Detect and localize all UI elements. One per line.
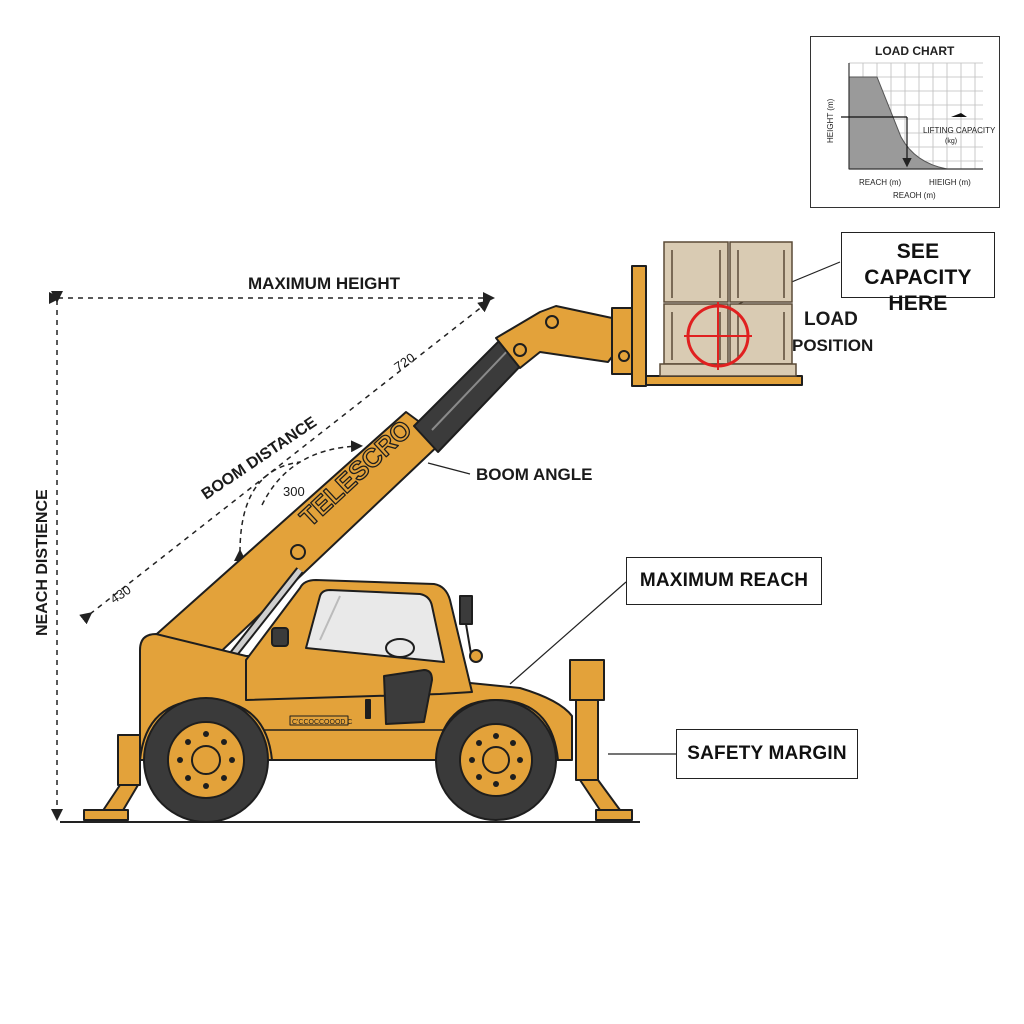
rear-wheel: [143, 697, 269, 823]
load-chart-graphic: LOAD CHART HEIGHT (m) LIFTING CAPACITY (…: [826, 44, 996, 200]
boom-head: [495, 305, 623, 369]
rear-stabilizer: [83, 734, 141, 821]
load-chart-y-label: HEIGHT (m): [826, 98, 835, 143]
boom-distance-dimension: [79, 300, 491, 625]
front-wheel: [435, 699, 557, 821]
dimension-value-430: 430: [107, 582, 133, 607]
boom-angle-arc-outer: [261, 440, 363, 506]
load-chart-title: LOAD CHART: [875, 44, 955, 58]
load-chart: LOAD CHART HEIGHT (m) LIFTING CAPACITY (…: [810, 36, 1000, 208]
side-mirror: [459, 595, 473, 625]
see-capacity-line1: SEE CAPACITY: [864, 240, 972, 289]
engine-vent: [383, 669, 433, 725]
safety-margin-callout: SAFETY MARGIN: [676, 729, 858, 779]
load-chart-capacity-unit: (kg): [945, 138, 957, 145]
boom-angle-label: BOOM ANGLE: [476, 465, 592, 484]
load-chart-x-label-left: REACH (m): [859, 178, 902, 187]
position-label: POSITION: [792, 336, 873, 355]
load-chart-capacity-area: [848, 76, 948, 170]
load-label: LOAD: [804, 309, 858, 330]
see-capacity-line2: HERE: [888, 292, 948, 315]
model-plate-text: C'CCOCCOOOD C: [292, 719, 352, 726]
dimension-value-300: 300: [283, 484, 305, 499]
see-capacity-callout: SEE CAPACITY HERE: [841, 232, 995, 315]
reach-distance-label: NEACH DISTIENCE: [34, 489, 51, 636]
load-chart-capacity-label: LIFTING CAPACITY: [923, 126, 996, 135]
front-stabilizer: [569, 659, 633, 821]
model-plate: [289, 715, 349, 726]
dimension-value-720: 720: [391, 350, 417, 375]
maximum-reach-callout: MAXIMUM REACH: [626, 557, 822, 605]
maximum-reach-leader: [509, 581, 627, 685]
boom-angle-leader: [427, 462, 471, 475]
load-chart-x-label-right: HIEIGH (m): [929, 178, 971, 187]
cab-window: [305, 589, 445, 663]
boom-angle-arc: [233, 461, 301, 562]
load-position-target: [684, 302, 752, 370]
telehandler: TELESCRO C'CCOCCOOOD C: [83, 265, 803, 823]
maximum-height-label: MAXIMUM HEIGHT: [248, 274, 401, 293]
load-chart-x-label-bottom: REAOH (m): [893, 191, 936, 200]
forks: [645, 375, 803, 386]
